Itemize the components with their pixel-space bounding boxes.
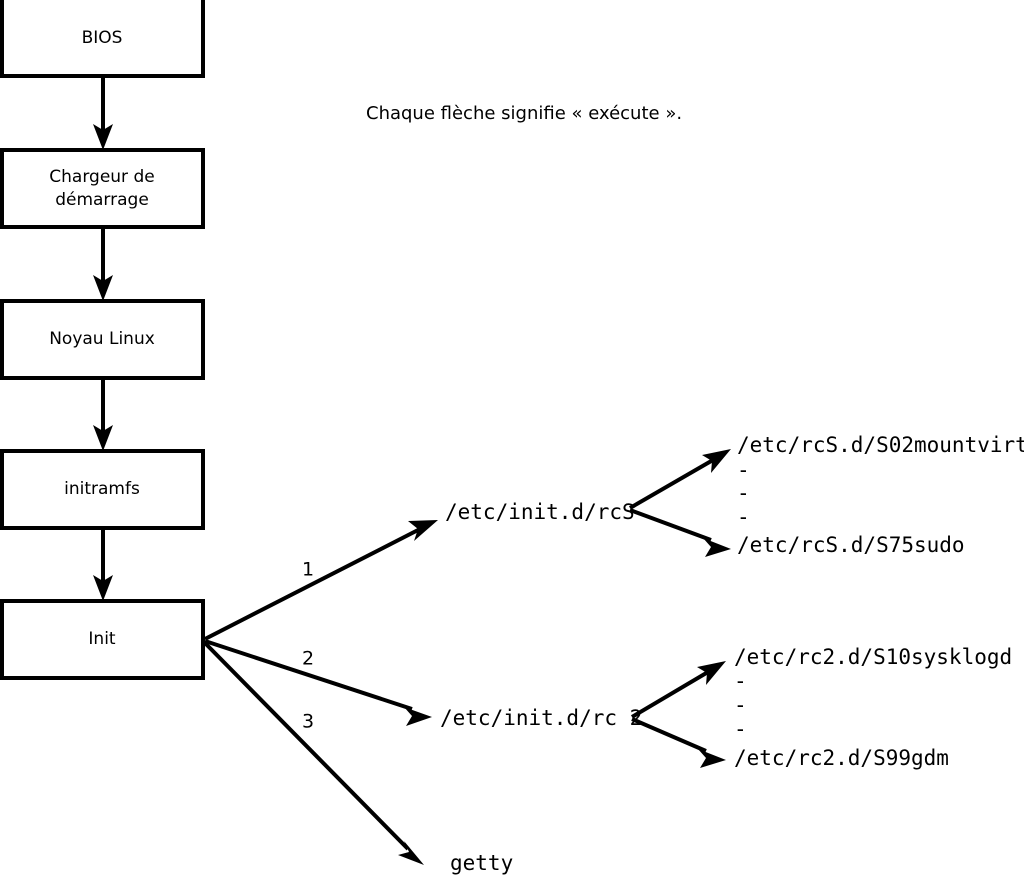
arrow-init-branch-2 (204, 639, 432, 726)
script-label-rc2-first: /etc/rc2.d/S10sysklogd (734, 645, 1012, 669)
target-label-rcs: /etc/init.d/rcS (445, 500, 635, 524)
arrowhead-icon (408, 520, 438, 541)
arrowhead-icon (93, 425, 113, 451)
node-bootloader-label-line1: Chargeur de (49, 167, 154, 187)
script-label-rcs-first: /etc/rcS.d/S02mountvirtfs (737, 433, 1024, 457)
rcs-ellipsis-dash-3: - (737, 505, 750, 529)
arrowhead-icon (93, 124, 113, 150)
arrow-rcs-to-first-script (628, 449, 731, 510)
node-initramfs-rect (0, 449, 205, 530)
arrow-bootloader-to-kernel (93, 227, 113, 301)
arrow-rcs-to-last-script (629, 508, 731, 557)
node-init: Init (0, 599, 205, 680)
node-bootloader-label-line2: démarrage (55, 190, 149, 210)
arrow-init-branch-1 (204, 520, 438, 641)
arrowhead-icon (93, 575, 113, 601)
target-label-rc2: /etc/init.d/rc 2 (440, 706, 642, 730)
node-init-rect (0, 599, 205, 680)
rc2-ellipsis-dash-1: - (734, 669, 747, 693)
rcs-ellipsis-dash-2: - (737, 481, 750, 505)
arrowhead-icon (697, 661, 726, 685)
node-initramfs-label: initramfs (64, 479, 140, 499)
node-linux-kernel-rect (0, 299, 205, 380)
diagram-caption: Chaque flèche signifie « exécute ». (366, 103, 682, 124)
arrow-init-branch-3 (203, 641, 424, 865)
arrow-rc2-to-first-script (630, 661, 726, 719)
rcs-ellipsis-dash-1: - (737, 458, 750, 482)
arrow-kernel-to-initramfs (93, 378, 113, 451)
arrowhead-icon (398, 841, 424, 865)
branch-number-1: 1 (302, 559, 314, 581)
script-label-rcs-last: /etc/rcS.d/S75sudo (737, 533, 965, 557)
arrow-rc2-to-last-script (631, 717, 726, 768)
arrowhead-icon (703, 538, 731, 557)
arrowhead-icon (698, 749, 726, 768)
arrowhead-icon (702, 449, 731, 473)
branch-number-2: 2 (302, 648, 314, 670)
arrow-bios-to-bootloader (93, 76, 113, 150)
node-bios-rect (0, 0, 205, 78)
node-bios-label: BIOS (82, 28, 123, 48)
branch-number-3: 3 (302, 711, 314, 733)
node-linux-kernel-label: Noyau Linux (49, 329, 155, 349)
script-label-rc2-last: /etc/rc2.d/S99gdm (734, 746, 949, 770)
arrow-initramfs-to-init (93, 528, 113, 601)
node-bootloader: Chargeur de démarrage (0, 148, 205, 229)
node-bios: BIOS (0, 0, 205, 78)
arrowhead-icon (93, 275, 113, 301)
node-initramfs: initramfs (0, 449, 205, 530)
node-init-label: Init (88, 629, 116, 649)
rc2-ellipsis-dash-3: - (734, 717, 747, 741)
node-bootloader-rect (0, 148, 205, 229)
rc2-ellipsis-dash-2: - (734, 693, 747, 717)
node-linux-kernel: Noyau Linux (0, 299, 205, 380)
target-label-getty: getty (450, 851, 513, 875)
arrowhead-icon (404, 707, 432, 726)
